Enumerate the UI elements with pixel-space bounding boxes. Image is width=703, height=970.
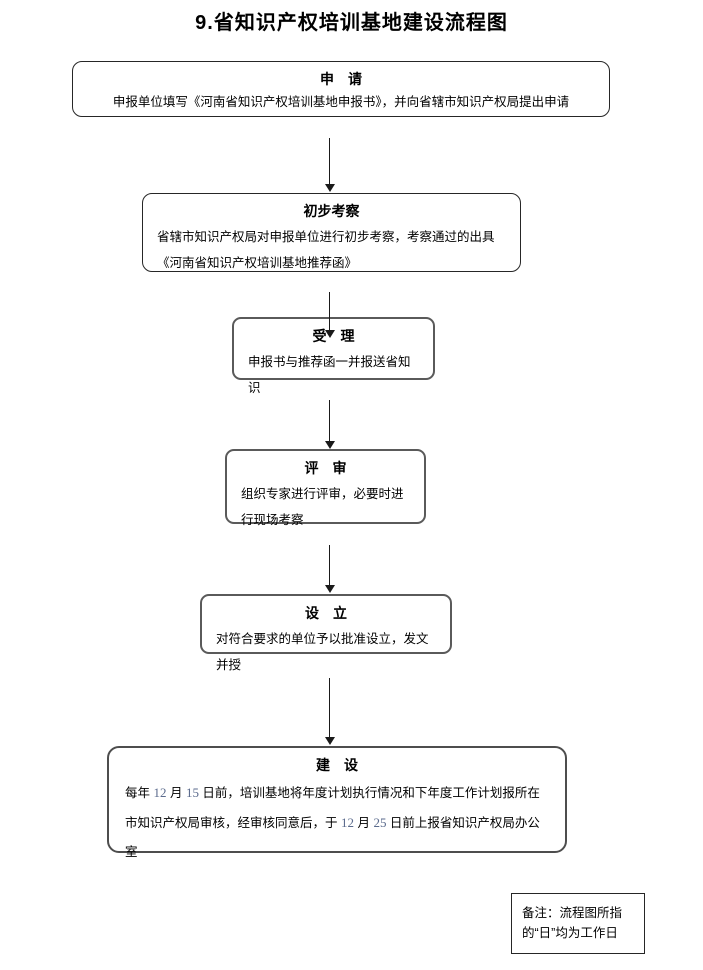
date-number: 15: [185, 785, 199, 800]
note-text: 备注：流程图所指的“日”均为工作日: [522, 906, 623, 940]
body-text-segment: 月: [353, 816, 374, 830]
flow-arrow-3: [324, 400, 335, 449]
step-title-establishment: 设 立: [305, 605, 347, 621]
step-title-acceptance: 受 理: [312, 328, 355, 344]
body-text-segment: 日前上报省知识产权局办公室: [125, 816, 540, 859]
body-text-segment: 月: [166, 786, 186, 800]
arrow-head-icon: [324, 585, 335, 593]
step-box-establishment: 设 立 对符合要求的单位予以批准设立，发文并授: [200, 594, 452, 672]
arrow-head-icon: [324, 441, 335, 449]
arrow-head-icon: [324, 184, 335, 192]
step-title-review: 评 审: [304, 460, 347, 476]
date-number: 12: [153, 785, 167, 800]
arrow-head-icon: [324, 330, 335, 338]
step-box-preliminary-survey: 初步考察 省辖市知识产权局对申报单位进行初步考察，考察通过的出具《河南省知识产权…: [142, 193, 521, 272]
date-number: 25: [373, 815, 387, 830]
flow-arrow-1: [324, 138, 335, 192]
body-text-segment: 日前，培训基地将年度计划执行情况和下年度工作计划报所在市知识产权局审核，经审核同…: [125, 786, 540, 830]
step-body-establishment: 对符合要求的单位予以批准设立，发文并授: [216, 632, 429, 672]
date-number: 12: [340, 815, 354, 830]
step-title-construction: 建 设: [316, 757, 358, 773]
step-body-review: 组织专家进行评审，必要时进行现场考察: [241, 487, 404, 527]
step-body-acceptance: 申报书与推荐函一并报送省知识: [248, 355, 411, 395]
note-box: 备注：流程图所指的“日”均为工作日: [511, 893, 645, 954]
flow-arrow-5: [324, 678, 335, 745]
arrow-head-icon: [324, 737, 335, 745]
page-title: 9.省知识产权培训基地建设流程图: [195, 12, 508, 34]
body-text-segment: 每年: [125, 786, 154, 800]
step-box-apply: 申 请 申报单位填写《河南省知识产权培训基地申报书》，并向省辖市知识产权局提出申…: [72, 61, 610, 117]
step-body-construction: 每年 12 月 15 日前，培训基地将年度计划执行情况和下年度工作计划报所在市知…: [109, 775, 565, 867]
step-title-preliminary-survey: 初步考察: [303, 203, 360, 219]
flow-arrow-4: [324, 545, 335, 593]
step-box-review: 评 审 组织专家进行评审，必要时进行现场考察: [225, 449, 426, 527]
flow-arrow-2: [324, 292, 335, 338]
step-body-preliminary-survey: 省辖市知识产权局对申报单位进行初步考察，考察通过的出具《河南省知识产权培训基地推…: [157, 230, 495, 270]
step-box-acceptance: 受 理 申报书与推荐函一并报送省知识: [232, 317, 435, 395]
step-title-apply: 申 请: [320, 71, 362, 87]
step-box-construction: 建 设 每年 12 月 15 日前，培训基地将年度计划执行情况和下年度工作计划报…: [107, 746, 567, 859]
step-body-apply: 申报单位填写《河南省知识产权培训基地申报书》，并向省辖市知识产权局提出申请: [112, 95, 570, 109]
